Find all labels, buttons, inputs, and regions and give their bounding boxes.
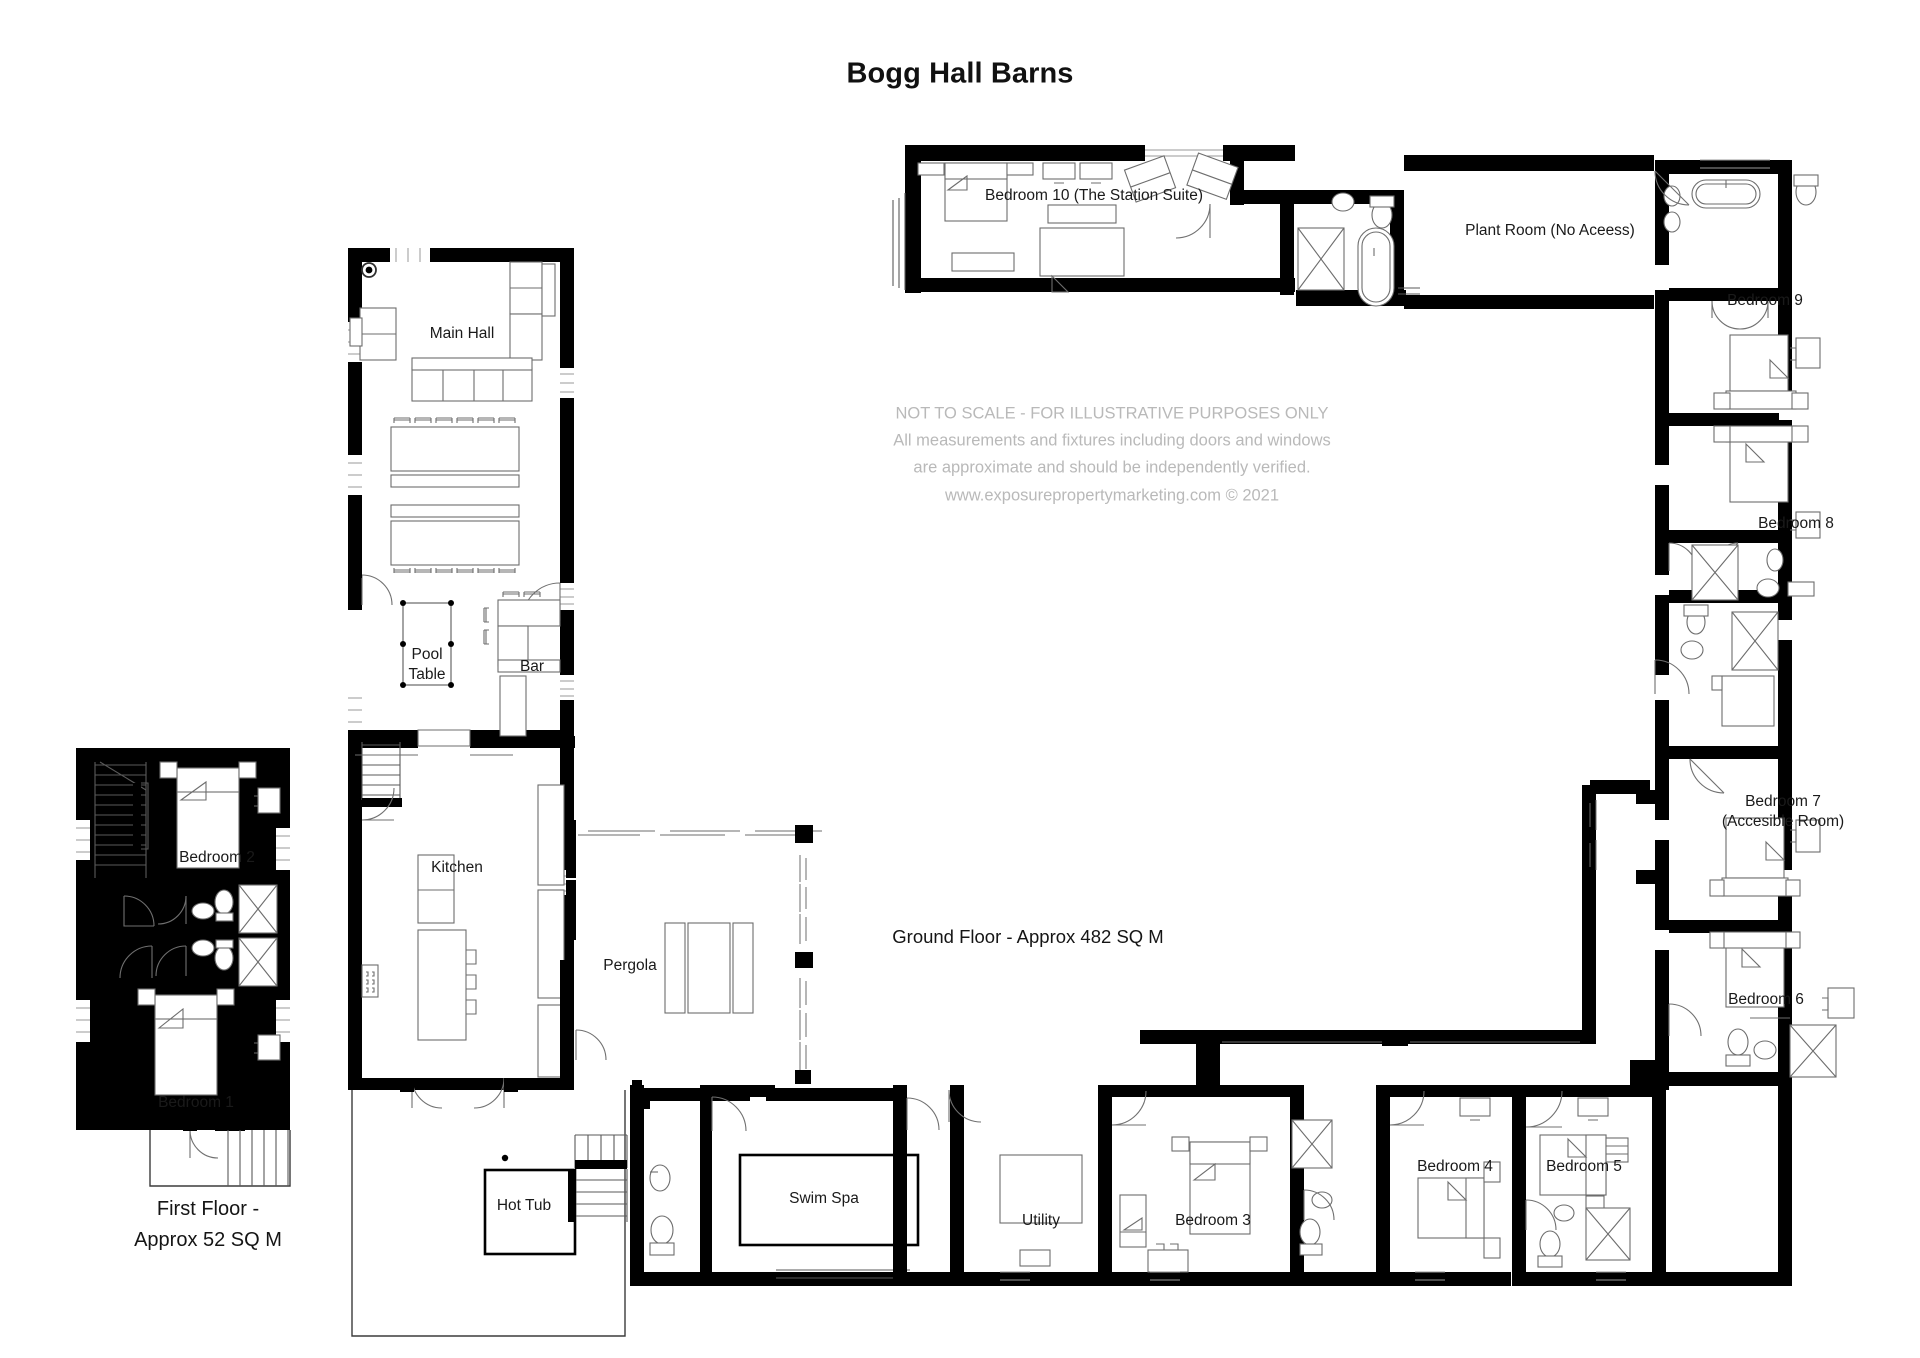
- courtyard-walls: [1140, 780, 1650, 1090]
- bar-counter: [483, 591, 561, 737]
- bathroom-fixtures-lower: [191, 937, 278, 987]
- bed-bedroom-7: [1709, 675, 1821, 897]
- hot-tub-box: [483, 1154, 577, 1256]
- west-wing-block: [348, 248, 628, 1337]
- pool-table-outline: [400, 600, 454, 688]
- pergola-furniture: [664, 922, 754, 1014]
- bathroom-fixtures-upper: [191, 884, 278, 934]
- bed-bedroom-3: [1171, 1136, 1268, 1235]
- bathroom-lower-east: [1680, 604, 1779, 671]
- ground-floor-area-label: Ground Floor - Approx 482 SQ M: [892, 926, 1164, 947]
- ensuite-bedroom-10: [1297, 192, 1395, 307]
- bed-bedroom-2: [159, 761, 281, 869]
- bathroom-bedroom-6: [1725, 1024, 1837, 1078]
- first-floor-block: [76, 748, 291, 1187]
- dining-tables: [390, 417, 520, 573]
- first-floor-area-label: First Floor - Approx 52 SQ M: [134, 1198, 282, 1251]
- kitchen-island: [417, 854, 477, 1041]
- page-title: Bogg Hall Barns: [846, 57, 1074, 90]
- pergola-block: [560, 820, 896, 1101]
- stair-kitchen: [361, 742, 402, 821]
- bed-bedroom-4: [1417, 1097, 1501, 1259]
- stair-first-floor: [94, 761, 149, 878]
- bed-bedroom-9: [1713, 334, 1821, 410]
- north-wing-block: [892, 145, 1690, 309]
- bathroom-top-east: [1663, 159, 1819, 233]
- ceiling-light-icon: [361, 262, 377, 278]
- east-wing-block: [1630, 159, 1855, 1285]
- bathroom-mid-east: [1691, 544, 1815, 601]
- bed-bedroom-8: [1713, 425, 1821, 539]
- kitchen-units: [361, 784, 565, 1078]
- bed-bedroom-5: [1539, 1097, 1629, 1219]
- stair-terrace: [568, 1134, 628, 1222]
- disclaimer-text: NOT TO SCALE - FOR ILLUSTRATIVE PURPOSES…: [893, 404, 1331, 505]
- furniture-bedroom-10: [917, 152, 1239, 293]
- furniture-main-hall: [349, 261, 556, 402]
- bed-bedroom-6: [1709, 931, 1855, 1019]
- south-wing-block: [630, 1085, 1792, 1286]
- swim-spa-box: [738, 1153, 920, 1279]
- bed-bedroom-1: [137, 988, 281, 1096]
